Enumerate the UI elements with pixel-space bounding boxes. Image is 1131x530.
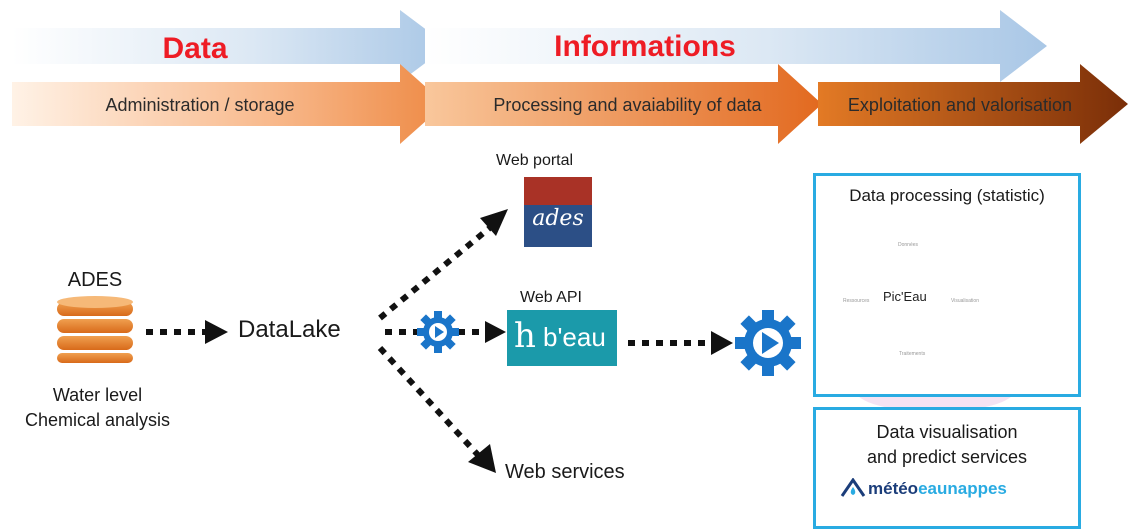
banner-data-title: Data xyxy=(162,32,228,65)
blue-arrow-data xyxy=(12,10,448,82)
web-api-label: Web API xyxy=(520,289,582,306)
bubble-top-label: Données xyxy=(898,242,919,248)
meteo-brand-part1: météo xyxy=(868,479,919,498)
bubble-bottom-label: Traitements xyxy=(899,351,926,357)
ades-logo xyxy=(524,177,592,247)
meteo-brand: météoeaunappes xyxy=(868,479,1007,499)
bubble-left-label: Ressources xyxy=(843,298,870,304)
hubeau-logo-text: b'eau xyxy=(543,322,606,352)
ades-logo-text: ades xyxy=(532,206,584,231)
data-visualisation-box: Data visualisation and predict services … xyxy=(813,407,1081,529)
piceau-center-label: Pic'Eau xyxy=(883,289,927,304)
ades-desc-line1: Water level xyxy=(52,385,143,405)
banner-admin-label: Administration / storage xyxy=(105,95,295,115)
visualisation-line2: and predict services xyxy=(866,447,1028,467)
bubble-right-label: Visualisation xyxy=(951,298,979,304)
orange-arrow-admin xyxy=(12,64,445,144)
hubeau-logo xyxy=(507,310,617,366)
ades-desc-line2: Chemical analysis xyxy=(24,410,171,430)
ades-title: ADES xyxy=(67,269,123,291)
data-processing-box: Data processing (statistic) Pic'Eau Donn… xyxy=(813,173,1081,397)
web-portal-label: Web portal xyxy=(496,152,574,169)
banner-processing-label: Processing and avaiability of data xyxy=(493,95,762,115)
web-services-label: Web services xyxy=(505,461,625,483)
banner-exploitation-label: Exploitation and valorisation xyxy=(847,95,1073,115)
visualisation-line1: Data visualisation xyxy=(876,422,1018,442)
banner-informations-title: Informations xyxy=(554,30,736,63)
data-processing-title: Data processing (statistic) xyxy=(849,186,1045,205)
blue-arrow-informations xyxy=(425,10,1047,82)
brown-arrow-exploitation xyxy=(818,64,1128,144)
arrow-datalake-to-services xyxy=(377,345,481,458)
database-icon xyxy=(57,296,133,363)
meteo-drop-icon xyxy=(840,477,866,498)
gear-icon-large xyxy=(735,310,801,376)
orange-arrow-processing xyxy=(425,64,822,144)
meteo-brand-part2: eaunappes xyxy=(918,479,1007,498)
arrow-datalake-to-portal xyxy=(378,223,494,321)
gear-icon-small xyxy=(417,311,459,353)
hubeau-logo-mark: h xyxy=(514,316,536,356)
datalake-label: DataLake xyxy=(238,316,341,343)
